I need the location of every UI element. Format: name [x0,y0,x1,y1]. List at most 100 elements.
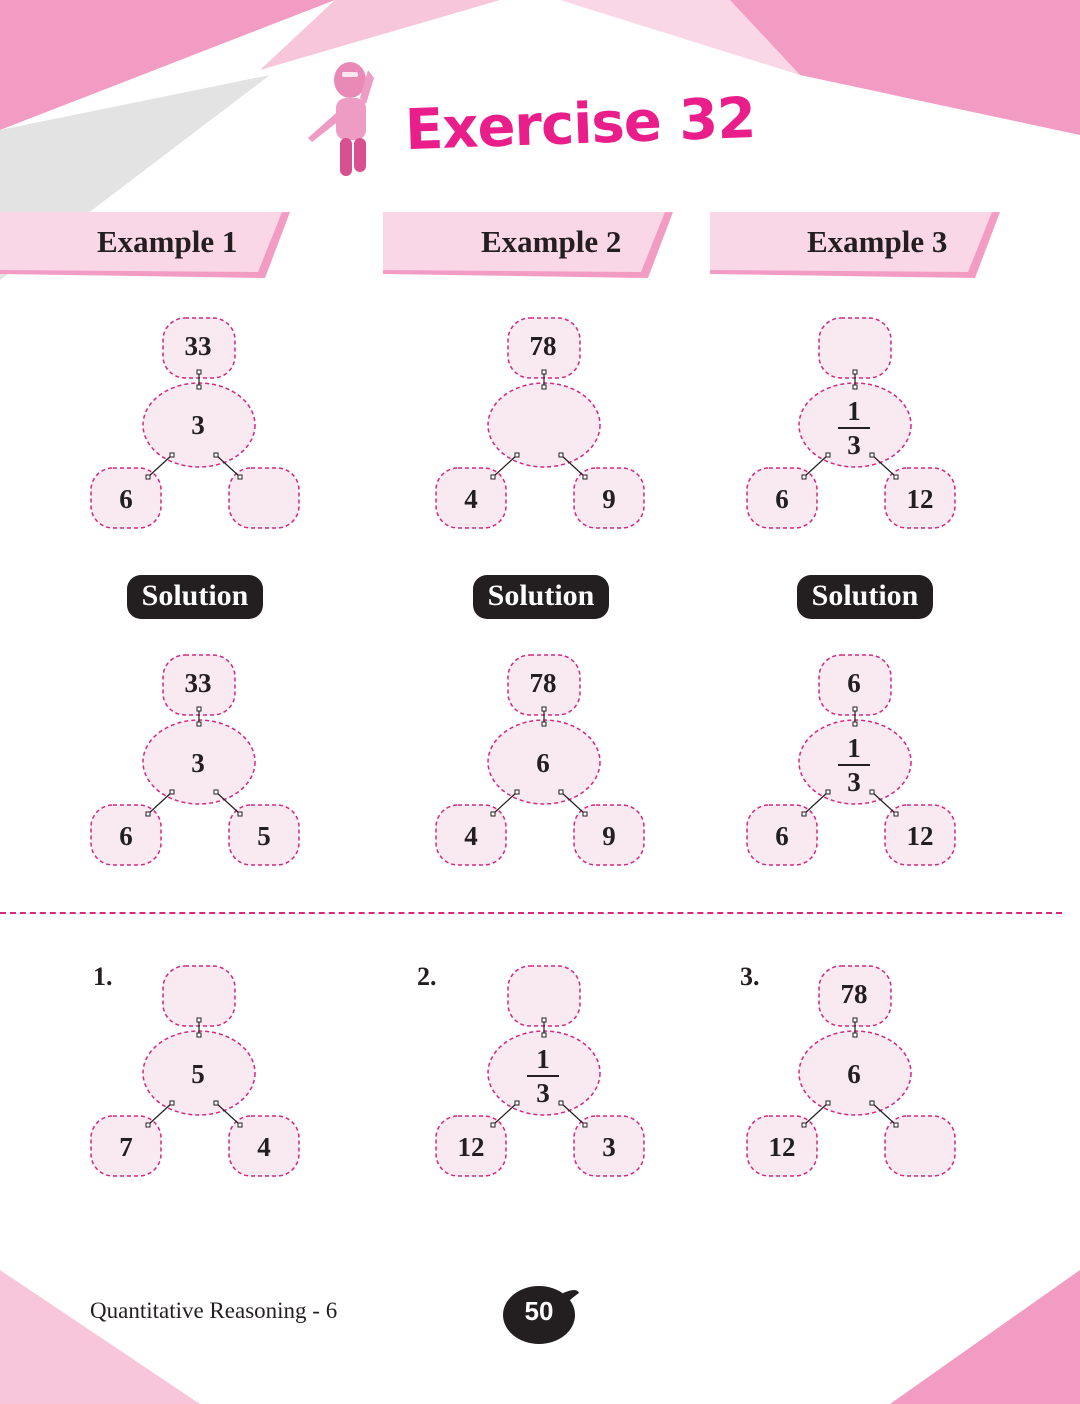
center-fraction: 1 3 [834,734,874,796]
left-connector [492,791,518,815]
connector-node [541,1032,547,1038]
connector-node [869,452,875,458]
right-connector [215,791,241,815]
right-box [228,1115,300,1177]
top-box [162,965,236,1027]
number-tree-shapes [746,317,956,529]
top-value: 78 [840,979,868,1009]
connector-node [237,474,243,480]
left-value: 12 [457,1132,485,1162]
top-box [507,965,581,1027]
page-number-badge [503,1286,579,1344]
connector-node [490,811,496,817]
left-connector [492,1102,518,1126]
connector-node [541,369,547,375]
center-value: 5 [191,1059,205,1089]
connector-node [582,811,588,817]
connector-node [213,1100,219,1106]
left-box [435,467,507,529]
fraction-denominator: 3 [847,430,861,460]
fraction-denominator: 3 [847,767,861,797]
center-value: 6 [536,748,550,778]
fraction-denominator: 3 [536,1078,550,1108]
section-divider [0,912,1062,914]
example-1-tab: Example 1 [0,212,290,278]
example-2-tab: Example 2 [383,212,673,278]
connector-node [237,1122,243,1128]
left-value: 4 [464,821,478,851]
left-box [746,1115,818,1177]
left-connector [803,1102,829,1126]
connector-node [196,706,202,712]
left-value: 12 [768,1132,796,1162]
number-tree-shapes [746,654,956,866]
left-box [746,804,818,866]
right-value: 4 [257,1132,271,1162]
left-connector [147,454,173,478]
example-3-label: Example 3 [807,224,948,259]
right-connector [215,454,241,478]
connector-node [514,789,520,795]
girl-mascot-illustration [308,62,374,176]
connector-node [490,1122,496,1128]
connector-node [541,706,547,712]
right-connector [560,791,586,815]
right-value: 9 [602,484,616,514]
left-value: 6 [119,484,133,514]
right-box [228,804,300,866]
fraction-bar [838,427,870,429]
right-connector [871,1102,897,1126]
top-value: 33 [184,668,212,698]
center-value: 6 [847,1059,861,1089]
fraction-numerator: 1 [847,733,861,763]
left-box [90,467,162,529]
connector-node [893,1122,899,1128]
left-connector [803,454,829,478]
connector-node [893,474,899,480]
connector-node [145,1122,151,1128]
solution-badge-2: Solution [473,575,609,619]
solution-2-diagram: 78 6 4 9 [435,652,655,872]
connector-node [237,811,243,817]
solution-badge-3: Solution [797,575,933,619]
right-connector [560,454,586,478]
left-connector [492,454,518,478]
top-value: 6 [847,668,861,698]
connector-node [801,1122,807,1128]
connector-node [893,811,899,817]
left-box [90,804,162,866]
center-oval [487,382,601,468]
connector-node [196,721,202,727]
fraction-bar [527,1075,559,1077]
connector-node [213,789,219,795]
left-box [435,804,507,866]
number-tree-shapes [435,965,645,1177]
connector-node [852,1032,858,1038]
connector-node [514,1100,520,1106]
right-connector [560,1102,586,1126]
connector-node [558,789,564,795]
right-value: 9 [602,821,616,851]
example-3-tab: Example 3 [710,212,1000,278]
left-connector [803,791,829,815]
connector-node [196,1032,202,1038]
connector-node [541,1017,547,1023]
question-2-diagram: 1 3 12 3 [435,963,655,1183]
connector-node [852,706,858,712]
connector-node [852,384,858,390]
fraction-bar [838,764,870,766]
left-value: 4 [464,484,478,514]
right-connector [215,1102,241,1126]
solution-1-diagram: 33 3 6 5 [90,652,310,872]
fraction-numerator: 1 [536,1044,550,1074]
question-2-number: 2. [417,962,437,991]
connector-node [582,1122,588,1128]
page-title: Exercise 32 [403,85,757,164]
right-box [884,467,956,529]
connector-node [825,1100,831,1106]
connector-node [196,1017,202,1023]
connector-node [558,1100,564,1106]
connector-node [801,811,807,817]
connector-node [825,789,831,795]
top-value: 78 [529,668,557,698]
